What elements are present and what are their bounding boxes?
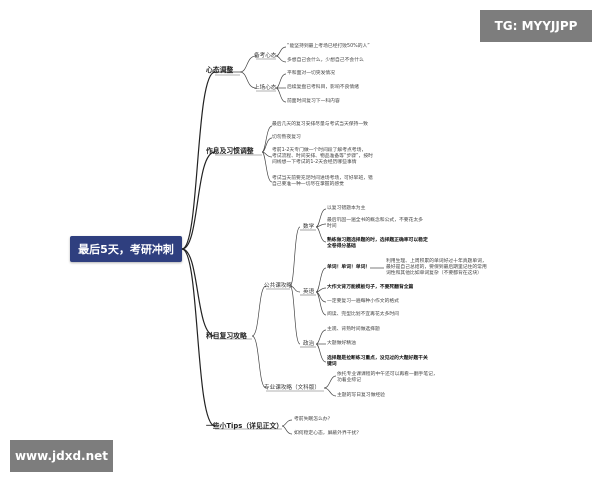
leaf: 一定要复习一遍每种小作文的格式	[327, 299, 399, 304]
watermark-top: TG: MYYJJPP	[480, 10, 592, 42]
leaf: 主观、背熟时间做选择题	[327, 327, 380, 332]
sub-major-courses[interactable]: 专业课攻略（文科版）	[264, 385, 320, 391]
sub-politics[interactable]: 政治	[303, 341, 315, 347]
leaf: 大作文背万能模板句子，不要死翻背全篇	[327, 285, 414, 290]
leaf: 后续复盘已考科目，影响不良情绪	[287, 85, 359, 90]
sub-english[interactable]: 英语	[303, 289, 315, 295]
leaf: 如何稳定心态，屏蔽外界干扰？	[294, 431, 362, 436]
leaf: 全卷得分基础	[327, 244, 356, 249]
leaf: 键词	[327, 362, 337, 367]
leaf: 多想自己会什么，少想自己不会什么	[287, 58, 364, 63]
leaf: 考试流程、时间安排、物品准备等“步骤”，按时	[272, 154, 373, 159]
leaf: 最后巩固一遍全书的概念和公式，不要花太多	[327, 218, 423, 223]
leaf: 阅读、完型比划不宜再花太多时间	[327, 312, 399, 317]
leaf: 间线想一下考试的1-2天会经历哪些事情	[272, 160, 357, 165]
leaf: 考前1-2天专门做一个时间段了解考点考场，	[272, 148, 367, 153]
leaf: 功着业综记	[337, 378, 361, 383]
branch-mentality[interactable]: 心态调整	[206, 66, 234, 74]
leaf: 考前失眠怎么办？	[294, 417, 333, 422]
branch-schedule[interactable]: 作息及习惯调整	[206, 147, 254, 155]
leaf: 熟练做习题选择题的时，选择题正确率可以稳定	[327, 238, 428, 243]
leaf: 以复习错题本为主	[327, 206, 366, 211]
watermark-bottom: www.jdxd.net	[10, 440, 113, 472]
sub-before-exam[interactable]: 备考心态	[254, 53, 277, 59]
leaf-vocab: 单词！单词！单词！	[327, 265, 371, 270]
leaf: 平和面对一切突发情况	[287, 71, 335, 76]
leaf: 时间	[327, 224, 337, 229]
sub-math[interactable]: 数学	[303, 224, 315, 230]
sub-exam-day[interactable]: 上场心态	[254, 85, 277, 91]
leaf: 考试当天前要充足时间进场考场，可好早班，错	[272, 176, 373, 181]
branch-tips[interactable]: 一些小Tips（详见正文）	[206, 422, 284, 430]
leaf: 主题的写日复习做经验	[337, 393, 385, 398]
leaf: 前面时间复习下一科内容	[287, 99, 340, 104]
leaf: 依托专业课课程的中午还可以再看一翻手笔记，	[337, 372, 438, 377]
leaf: 最后几天的复习安排尽量与考试当天保持一致	[272, 122, 368, 127]
branch-subjects[interactable]: 科目复习攻略	[206, 332, 247, 340]
leaf: “能坚持到最上考场已经打败50%的人”	[287, 44, 370, 49]
leaf: 词性和其他比如单词复杂（不要都背在这块）	[386, 271, 482, 276]
sub-public-courses[interactable]: 公共课攻略	[264, 283, 292, 289]
leaf: 最好是自己总结的，要保到最后期里记住的常用	[386, 265, 487, 270]
leaf: 大题做好精油	[327, 341, 356, 346]
leaf: 利用生理、上周积累的单词好过十年真题单词，	[386, 259, 487, 264]
root-node[interactable]: 最后5天，考研冲刺	[70, 236, 182, 262]
leaf: 自己要准一种一切尽在掌握的感觉	[272, 182, 344, 187]
leaf: 切勿熬夜复习	[272, 135, 301, 140]
leaf: 选择题是拉断练习重点，没见过的大题好题干关	[327, 356, 428, 361]
